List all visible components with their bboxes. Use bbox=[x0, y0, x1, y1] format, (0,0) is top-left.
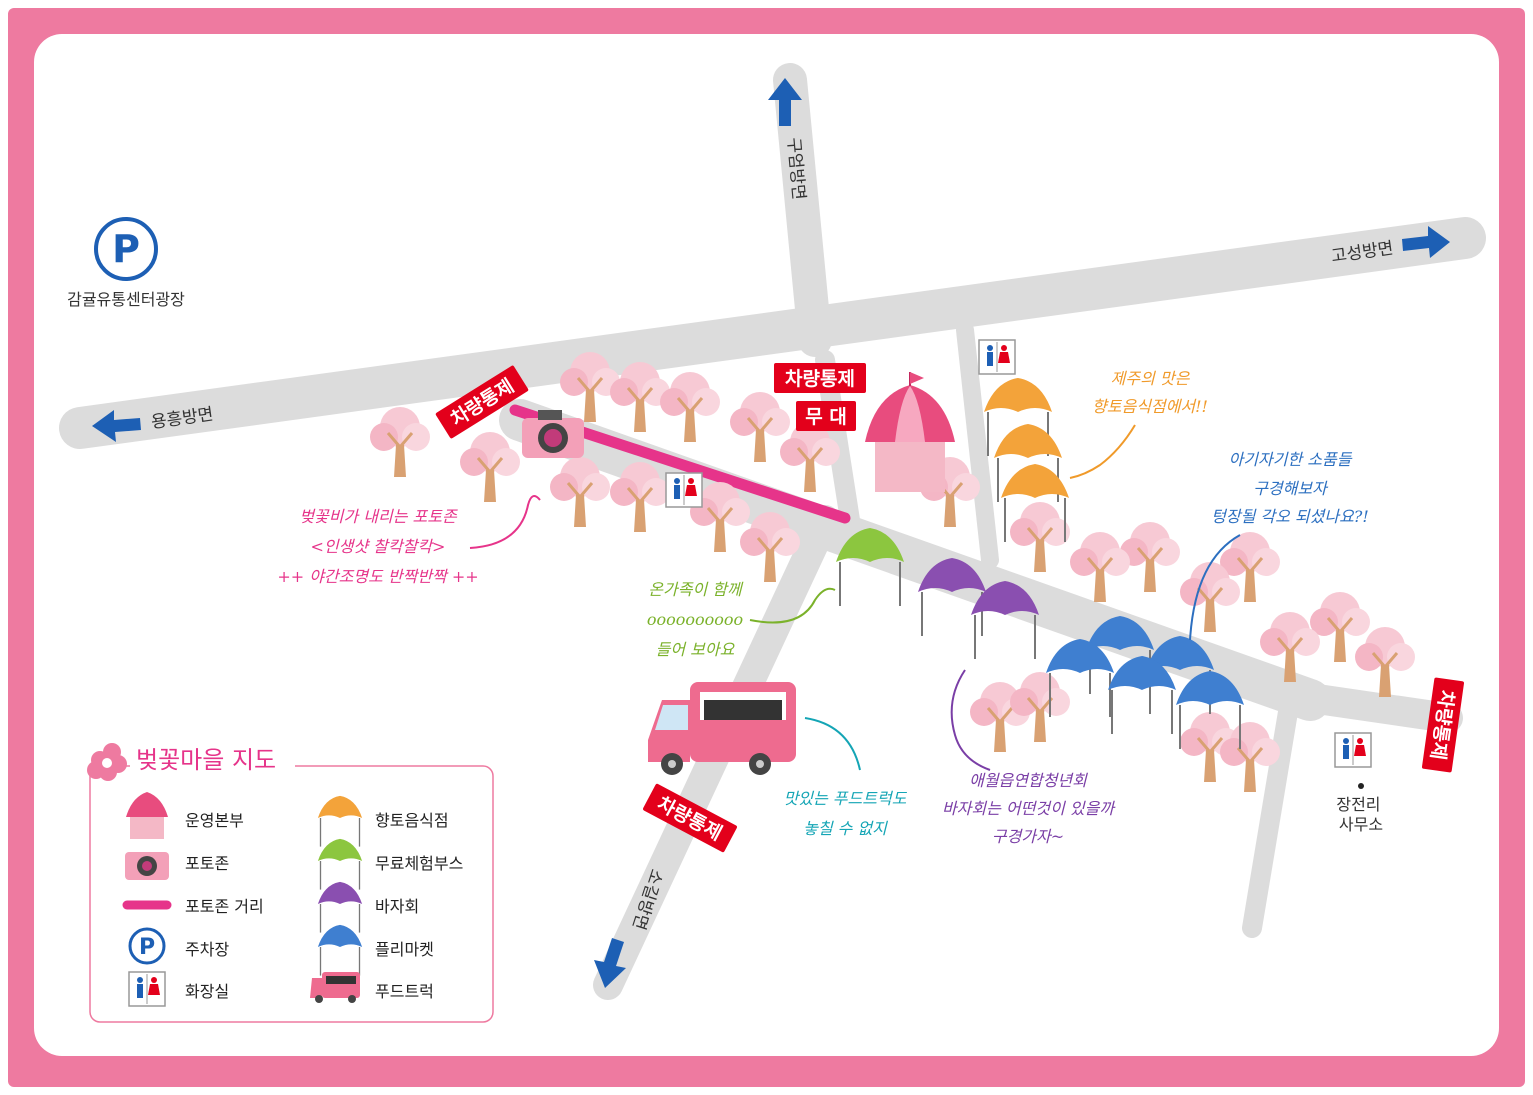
flea-market-note: 아기자기한 소품들 구경해보자 텅장될 각오 되셨나요?! bbox=[1211, 450, 1369, 526]
svg-text:<인생샷 찰칵찰칵>: <인생샷 찰칵찰칵> bbox=[311, 537, 446, 556]
hq-tent bbox=[865, 372, 955, 492]
traffic-control-sign: 차량통제 bbox=[774, 363, 866, 393]
camera-icon bbox=[125, 852, 169, 880]
traffic-control-text: 차량통제 bbox=[785, 368, 855, 390]
north-arrow-icon bbox=[768, 78, 802, 126]
svg-text:바자회는 어떤것이 있을까: 바자회는 어떤것이 있을까 bbox=[942, 799, 1116, 818]
local-food-note: 제주의 맛은 향토음식점에서!! bbox=[1092, 369, 1208, 416]
direction-arrows bbox=[92, 78, 1450, 988]
svg-text:온가족이 함께: 온가족이 함께 bbox=[648, 580, 744, 599]
svg-text:애월읍연합청년회: 애월읍연합청년회 bbox=[969, 771, 1088, 790]
legend-title: 벚꽃마을 지도 bbox=[136, 746, 276, 774]
legend-flower-icon bbox=[87, 743, 127, 781]
foodtruck-note: 맛있는 푸드트럭도 놓칠 수 없지 bbox=[784, 789, 908, 838]
traffic-control-sign: 차량통제 bbox=[1422, 677, 1464, 773]
svg-text:벚꽃비가 내리는 포토존: 벚꽃비가 내리는 포토존 bbox=[299, 507, 458, 526]
west-arrow-icon bbox=[92, 410, 141, 442]
stage-text: 무 대 bbox=[805, 406, 847, 428]
legend-label: 운영본부 bbox=[185, 811, 244, 830]
svg-text:구경가자~: 구경가자~ bbox=[992, 827, 1064, 846]
legend-label: 푸드트럭 bbox=[375, 982, 434, 1001]
svg-text:맛있는 푸드트럭도: 맛있는 푸드트럭도 bbox=[784, 789, 908, 808]
svg-text:아기자기한 소품들: 아기자기한 소품들 bbox=[1229, 450, 1353, 469]
svg-text:++ 야간조명도 반짝반짝 ++: ++ 야간조명도 반짝반짝 ++ bbox=[277, 567, 478, 586]
svg-text:놓칠 수 없지: 놓칠 수 없지 bbox=[803, 819, 888, 838]
legend-label: 바자회 bbox=[375, 897, 419, 916]
svg-text:제주의 맛은: 제주의 맛은 bbox=[1111, 369, 1191, 388]
parking-icon: P bbox=[94, 217, 158, 281]
legend-label: 화장실 bbox=[185, 982, 229, 1001]
stage-sign: 무 대 bbox=[796, 401, 856, 431]
legend-label: 플리마켓 bbox=[375, 940, 434, 959]
svg-text:향토음식점에서!!: 향토음식점에서!! bbox=[1092, 397, 1208, 416]
photozone-note: 벚꽃비가 내리는 포토존 <인생샷 찰칵찰칵> ++ 야간조명도 반짝반짝 ++ bbox=[277, 507, 478, 586]
legend: 벚꽃마을 지도 P 운영본부 향토음식점 포토존 무료 bbox=[87, 743, 494, 1023]
parking-symbol: P bbox=[112, 227, 140, 271]
svg-text:oooooooooo: oooooooooo bbox=[647, 610, 743, 629]
restroom-icon bbox=[128, 971, 166, 1007]
svg-text:P: P bbox=[139, 935, 155, 960]
camera-icon bbox=[522, 410, 584, 458]
south-arrow-icon bbox=[594, 938, 626, 988]
svg-text:구경해보자: 구경해보자 bbox=[1253, 479, 1329, 498]
hq-tent-icon bbox=[126, 792, 168, 839]
food-truck-icon bbox=[310, 972, 360, 1003]
food-truck-icon bbox=[648, 682, 796, 775]
legend-label: 포토존 거리 bbox=[185, 897, 264, 916]
parking-label: 감귤유통센터광장 bbox=[67, 290, 185, 309]
svg-text:들어 보아요: 들어 보아요 bbox=[656, 640, 736, 659]
legend-label: 무료체험부스 bbox=[375, 854, 463, 873]
east-arrow-icon bbox=[1402, 226, 1450, 258]
parking-icon: P bbox=[128, 927, 166, 965]
svg-text:텅장될 각오 되셨나요?!: 텅장될 각오 되셨나요?! bbox=[1211, 507, 1369, 526]
legend-label: 향토음식점 bbox=[375, 811, 449, 830]
legend-label: 주차장 bbox=[185, 940, 229, 959]
bazaar-note: 애월읍연합청년회 바자회는 어떤것이 있을까 구경가자~ bbox=[942, 771, 1116, 846]
family-note: 온가족이 함께 oooooooooo 들어 보아요 bbox=[647, 580, 744, 659]
office-label: 장전리 사무소 bbox=[1336, 795, 1385, 834]
legend-label: 포토존 bbox=[185, 854, 229, 873]
